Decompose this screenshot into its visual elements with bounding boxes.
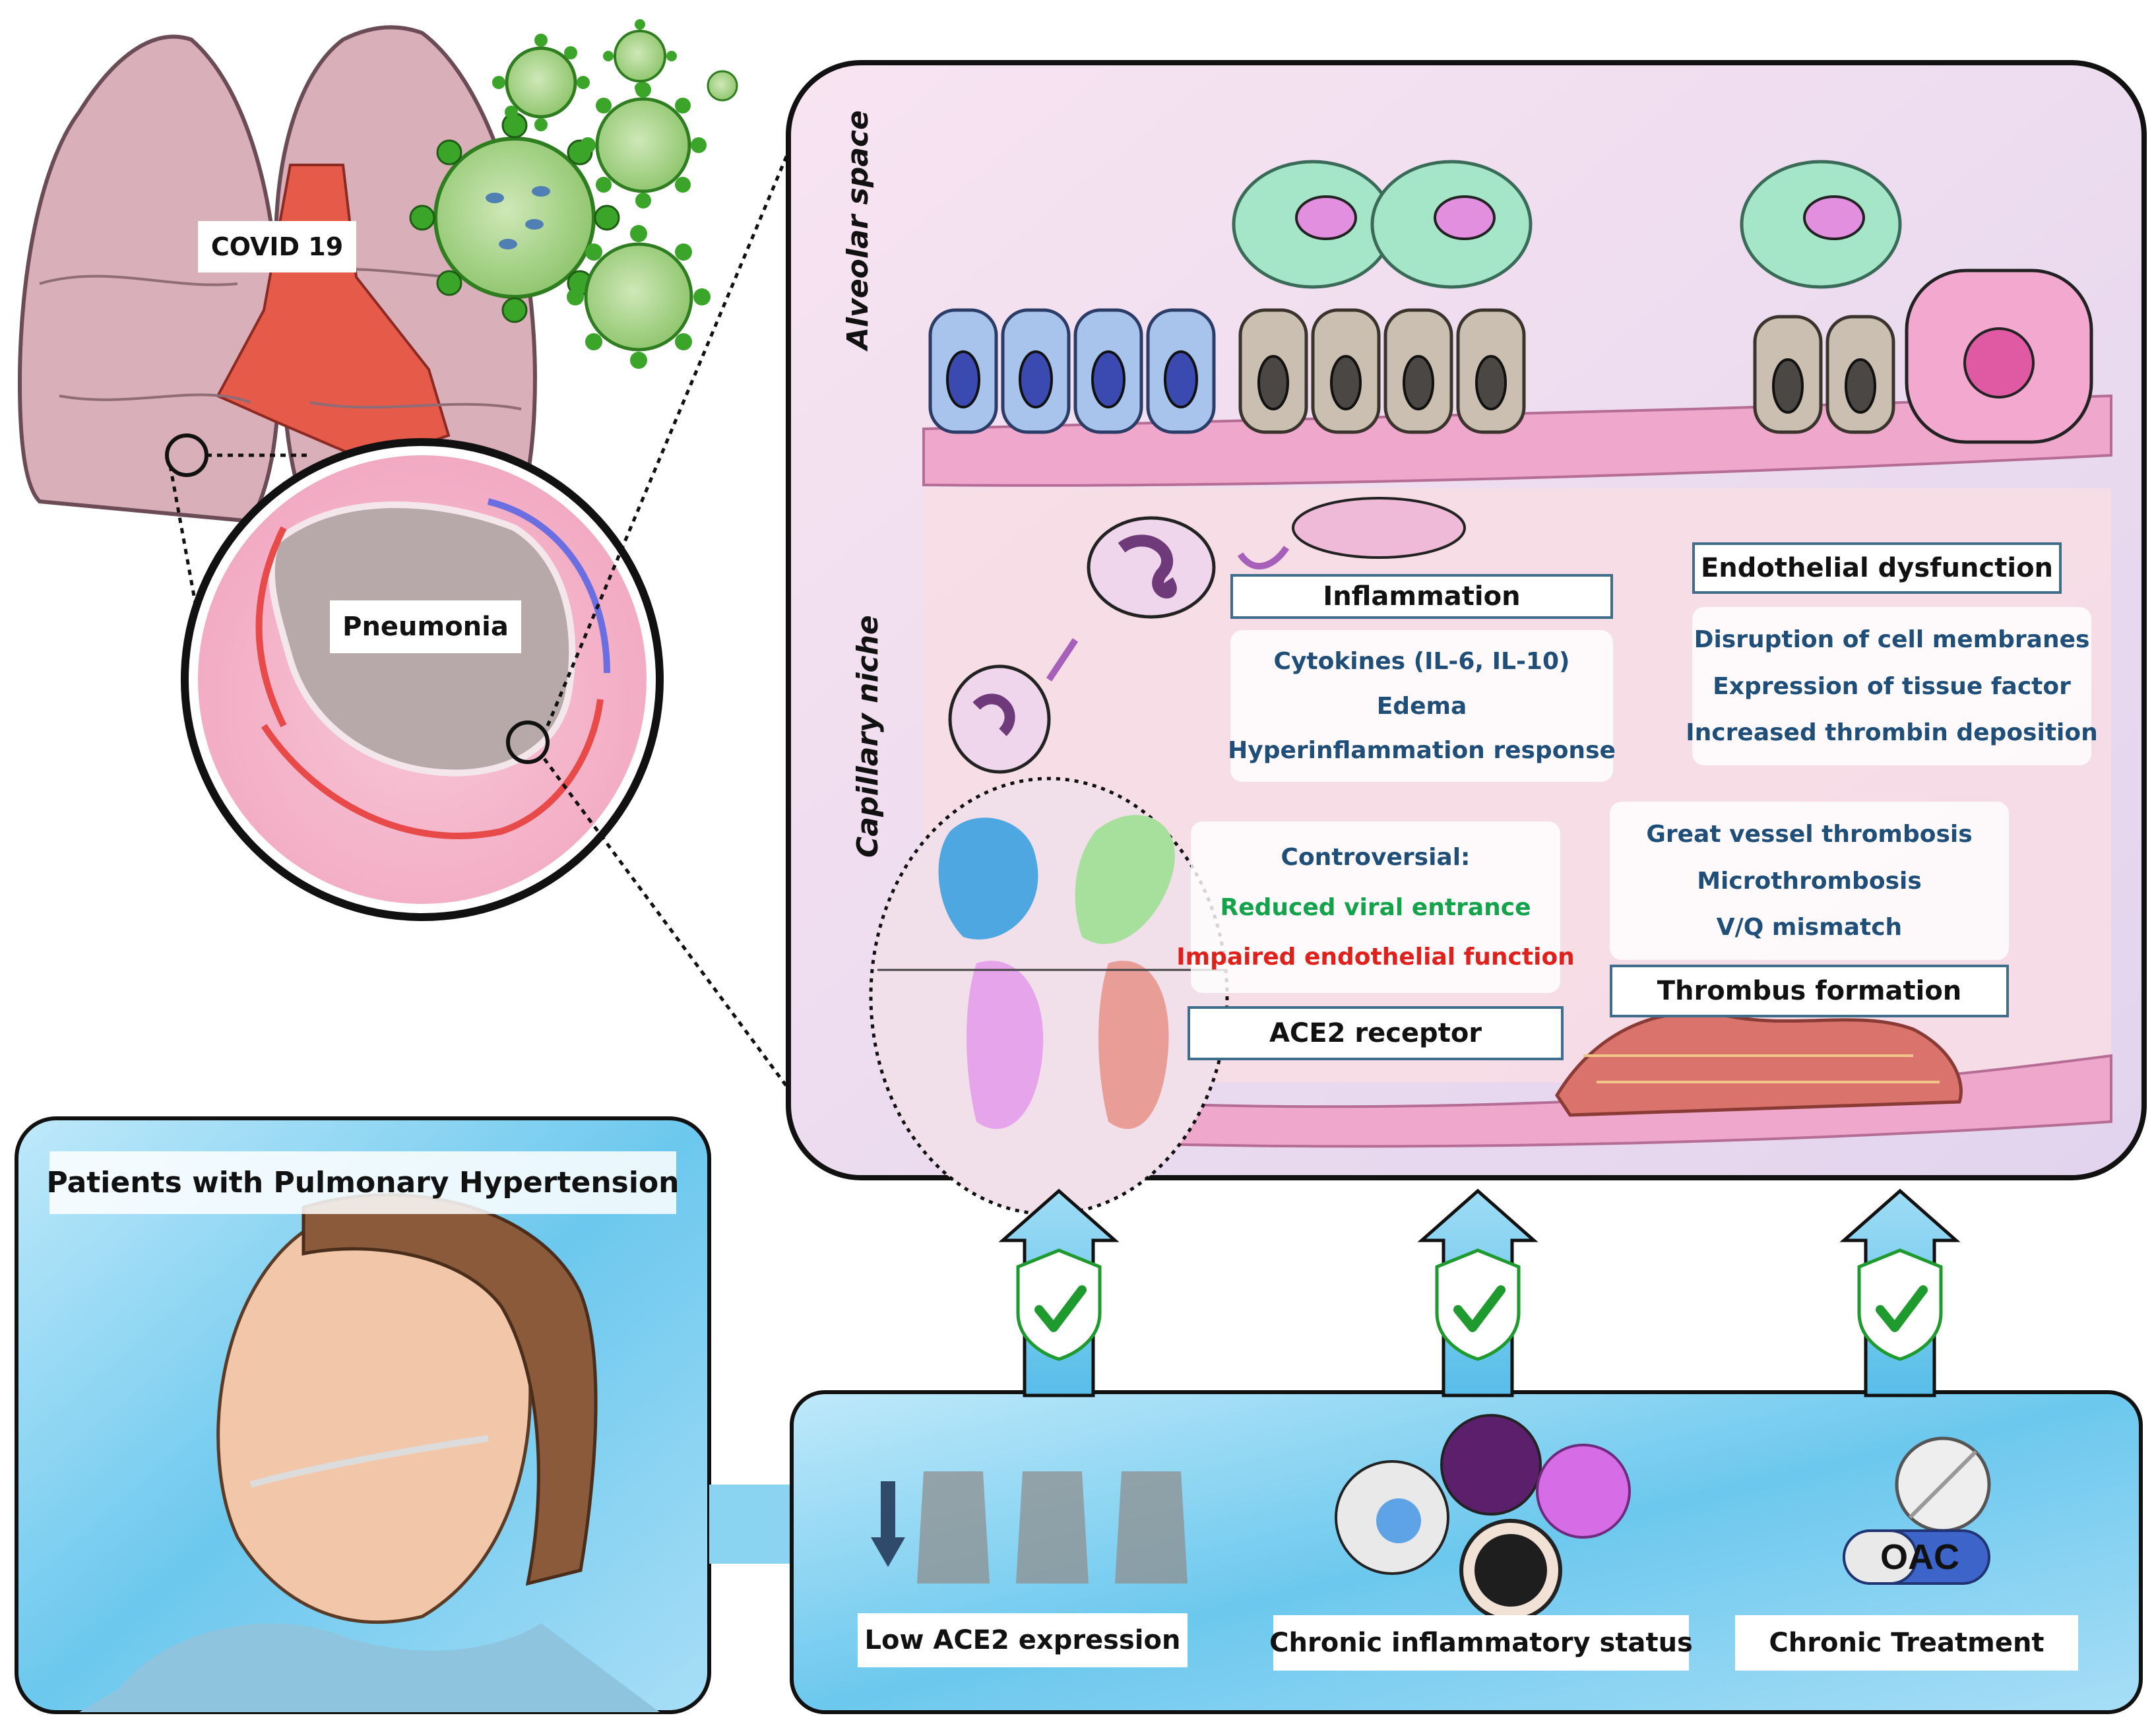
thrombus-title: Thrombus formation <box>1610 965 2009 1017</box>
pill-icon <box>1895 1436 1991 1533</box>
endothelial-item: Disruption of cell membranes <box>1694 626 2090 654</box>
ace2-positive: Reduced viral entrance <box>1220 893 1531 921</box>
inflammation-info-box: Cytokines (IL-6, IL-10) Edema Hyperinfla… <box>1228 630 1616 782</box>
check-shield-icon <box>1857 1248 1943 1361</box>
up-arrows <box>998 1188 1961 1397</box>
endothelial-item: Expression of tissue factor <box>1713 672 2071 700</box>
cell-icon <box>948 664 1051 774</box>
cell-icon <box>1001 308 1071 434</box>
cell-icon <box>1232 160 1394 289</box>
cell-icon <box>1753 315 1823 434</box>
cell-icon <box>1146 308 1216 434</box>
virus-icon <box>567 225 711 369</box>
thrombus-item: V/Q mismatch <box>1716 913 1903 941</box>
virus-icon <box>492 34 590 131</box>
thrombus-info-box: Great vessel thrombosis Microthrombosis … <box>1610 802 2009 960</box>
thrombus-item: Microthrombosis <box>1697 867 1922 895</box>
up-arrow-icon <box>1839 1188 1961 1397</box>
low-ace2-label: Low ACE2 expression <box>858 1613 1188 1667</box>
cell-icon <box>1311 308 1381 434</box>
endothelial-info-box: Disruption of cell membranes Expression … <box>1686 607 2098 765</box>
capillary-niche-label: Capillary niche <box>851 615 885 858</box>
thrombus-item: Great vessel thrombosis <box>1646 821 1973 848</box>
inflammatory-cells <box>1335 1414 1631 1622</box>
chronic-treatment-label: Chronic Treatment <box>1735 1615 2078 1671</box>
neutrophil-cells <box>948 497 1466 774</box>
inflammatory-status-label: Chronic inflammatory status <box>1269 1615 1693 1671</box>
covid-label: COVID 19 <box>198 221 356 272</box>
inflammation-item: Edema <box>1376 692 1467 720</box>
alveolar-space-label: Alveolar space <box>841 110 875 350</box>
endothelial-item: Increased thrombin deposition <box>1686 719 2098 746</box>
cell-icon <box>1456 308 1526 434</box>
cell-icon <box>1087 516 1216 619</box>
cell-icon <box>1905 269 2093 444</box>
inflammation-item: Hyperinflammation response <box>1228 737 1616 765</box>
ace2-info-box: Controversial: Reduced viral entrance Im… <box>1176 821 1575 993</box>
up-arrow-icon <box>998 1188 1120 1397</box>
cell-icon <box>928 308 998 434</box>
cell-icon <box>1383 308 1453 434</box>
low-ace2-receptors <box>917 1471 1188 1584</box>
virus-icon <box>409 112 620 323</box>
check-shield-icon <box>1435 1248 1521 1361</box>
oac-label: OAC <box>1880 1537 1959 1577</box>
thrombus-illustration <box>1555 1011 1963 1117</box>
virus-icon <box>603 19 677 93</box>
lungs-illustration <box>17 25 537 726</box>
ace2-heading: Controversial: <box>1281 844 1471 872</box>
pneumonia-magnifier <box>181 151 790 1090</box>
cell-icon <box>1825 315 1895 434</box>
cell-icon <box>1740 160 1902 289</box>
panel-connector <box>709 1485 792 1564</box>
ace2-title: ACE2 receptor <box>1188 1006 1564 1060</box>
virus-icons <box>409 19 738 369</box>
inflammation-item: Cytokines (IL-6, IL-10) <box>1273 647 1570 675</box>
epithelial-cells <box>928 160 2093 444</box>
patient-panel <box>15 1116 711 1714</box>
inflammation-title: Inflammation <box>1230 574 1613 619</box>
virus-icon <box>707 70 738 102</box>
ace2-negative: Impaired endothelial function <box>1176 943 1575 971</box>
down-arrow-icon <box>871 1481 905 1567</box>
cell-icon <box>1238 308 1308 434</box>
virus-icon <box>580 82 707 208</box>
patient-panel-title: Patients with Pulmonary Hypertension <box>47 1151 680 1214</box>
ace2-receptor-magnifier <box>869 777 1229 1216</box>
capsule-icon <box>1843 1529 1990 1585</box>
cell-icon <box>1073 308 1143 434</box>
pneumonia-label: Pneumonia <box>330 600 521 653</box>
endothelial-title: Endothelial dysfunction <box>1692 542 2062 594</box>
up-arrow-icon <box>1417 1188 1538 1397</box>
check-shield-icon <box>1016 1248 1102 1361</box>
cell-icon <box>1370 160 1533 289</box>
